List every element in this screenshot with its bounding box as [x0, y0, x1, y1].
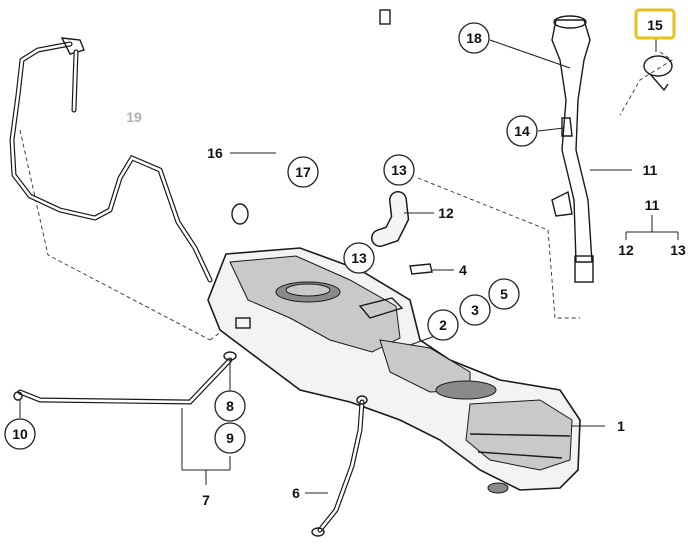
callout-12-middle-label: 12 — [438, 205, 454, 221]
callout-13-group-label: 13 — [670, 242, 686, 258]
callout-11-upper[interactable]: 11 — [643, 162, 658, 178]
callout-3[interactable]: 3 — [459, 294, 491, 326]
callout-9[interactable]: 9 — [214, 422, 246, 454]
callout-9-label: 9 — [226, 430, 234, 446]
callout-16[interactable]: 16 — [207, 145, 223, 161]
callout-11-group-label: 11 — [645, 197, 660, 213]
hose-part-16 — [231, 9, 391, 225]
callout-12-group[interactable]: 12 — [618, 242, 634, 258]
callout-19-label: 19 — [126, 109, 142, 125]
callout-8[interactable]: 8 — [214, 390, 246, 422]
callout-19[interactable]: 19 — [126, 109, 142, 125]
callout-10[interactable]: 10 — [4, 418, 36, 450]
callout-18-label: 18 — [466, 30, 482, 46]
callout-6-label: 6 — [292, 485, 300, 501]
callout-7[interactable]: 7 — [202, 492, 210, 508]
callout-8-label: 8 — [226, 398, 234, 414]
callout-12-group-label: 12 — [618, 242, 634, 258]
callout-5-label: 5 — [500, 286, 508, 302]
callout-2-label: 2 — [439, 317, 447, 333]
callout-5[interactable]: 5 — [488, 278, 520, 310]
elbow-hose-part-12 — [371, 191, 410, 247]
cap-part-15 — [643, 55, 673, 92]
callout-13-lower-label: 13 — [351, 250, 367, 266]
callout-2[interactable]: 2 — [427, 309, 459, 341]
callout-18[interactable]: 18 — [458, 22, 490, 54]
vent-line-part-19 — [9, 37, 213, 283]
filler-neck-part-11 — [551, 15, 594, 283]
strap-part-7 — [13, 351, 237, 405]
callout-13-group[interactable]: 13 — [670, 242, 686, 258]
callout-13-top[interactable]: 13 — [383, 154, 415, 186]
callout-11-group[interactable]: 11 — [645, 197, 660, 213]
callout-15[interactable]: 15 — [634, 8, 676, 40]
callout-4-label: 4 — [459, 262, 467, 278]
callout-11-upper-label: 11 — [643, 162, 658, 178]
callout-1-label: 1 — [617, 418, 625, 434]
callout-17-label: 17 — [295, 164, 311, 180]
callout-14-label: 14 — [514, 123, 530, 139]
callout-12-middle[interactable]: 12 — [438, 205, 454, 221]
callout-13-top-label: 13 — [391, 162, 407, 178]
callout-16-label: 16 — [207, 145, 223, 161]
callout-3-label: 3 — [471, 302, 479, 318]
callout-4[interactable]: 4 — [459, 262, 467, 278]
callout-13-lower[interactable]: 13 — [343, 242, 375, 274]
callout-6[interactable]: 6 — [292, 485, 300, 501]
callout-7-label: 7 — [202, 492, 210, 508]
gasket-part-4 — [409, 263, 433, 275]
callout-14[interactable]: 14 — [506, 115, 538, 147]
callout-10-label: 10 — [12, 426, 28, 442]
fuel-tank-part-1 — [207, 247, 581, 494]
strap-part-6 — [311, 395, 368, 537]
callout-15-label: 15 — [647, 17, 663, 33]
callout-1[interactable]: 1 — [617, 418, 625, 434]
callout-17[interactable]: 17 — [287, 156, 319, 188]
